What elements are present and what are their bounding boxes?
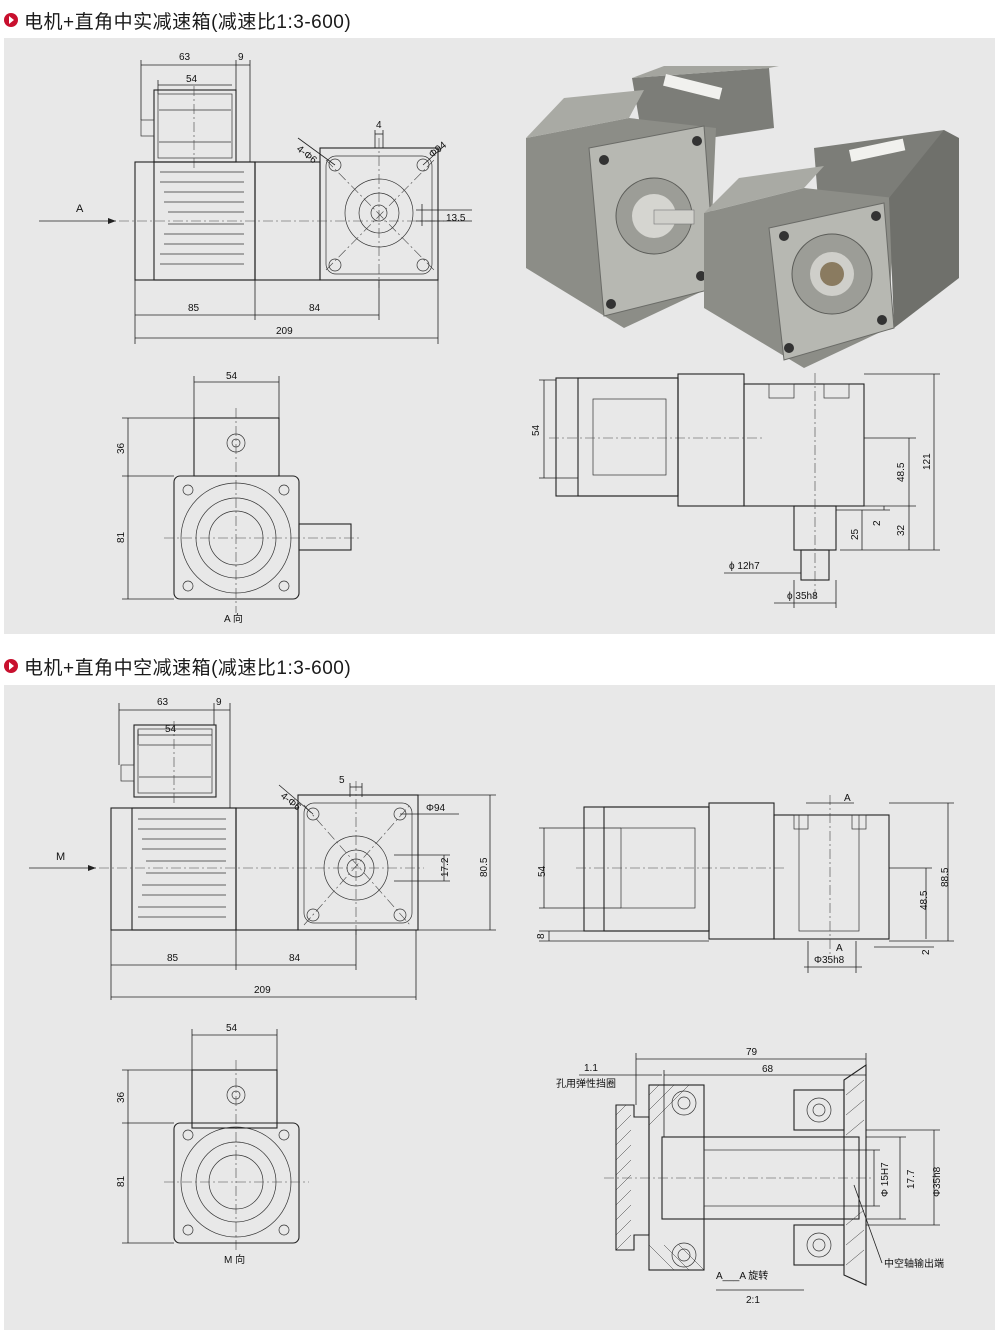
solid-end-view: A 向 54 36 81	[116, 371, 359, 625]
dim-209: 209	[276, 326, 293, 337]
dim-25: 25	[850, 528, 861, 540]
dim-48-5: 48.5	[919, 890, 930, 910]
solid-gearbox-drawing: A 63 9 54 4 4-Φ6 Φ94 13.5 85 84	[39, 52, 959, 625]
dim-4-holes: 4-Φ6	[278, 791, 303, 814]
dim-80-5: 80.5	[479, 857, 490, 877]
dim-13-5: 13.5	[446, 213, 466, 224]
dim-84: 84	[289, 953, 301, 964]
dim-54: 54	[165, 724, 177, 735]
dim-17-2: 17.2	[440, 857, 451, 877]
dim-pcd: Φ94	[426, 803, 446, 814]
section-title-text: 电机+直角中空减速箱(减速比1:3-600)	[24, 657, 352, 679]
dim-pilot: ϕ 35h8	[787, 591, 818, 602]
hollow-top-view: M 63 9 54 5 4-Φ6 Φ94 17.2 80.5 85 84 209	[29, 697, 496, 1000]
dim-81: 81	[116, 531, 127, 543]
section-mark-top: A	[844, 793, 851, 804]
solid-top-view: A 63 9 54 4 4-Φ6 Φ94 13.5 85 84	[39, 52, 472, 344]
hollow-gearbox-drawing: M 63 9 54 5 4-Φ6 Φ94 17.2 80.5 85 84 209	[29, 697, 954, 1306]
dim-36: 36	[116, 1091, 127, 1103]
dim-68: 68	[762, 1064, 774, 1075]
dim-pilot: Φ35h8	[814, 955, 845, 966]
dim-pilot: Φ35h8	[932, 1166, 943, 1197]
dim-9: 9	[238, 52, 244, 63]
dim-54: 54	[531, 424, 542, 436]
dim-63: 63	[179, 52, 191, 63]
section-mark-bottom: A	[836, 943, 843, 954]
label-circlip: 孔用弹性挡圈	[556, 1077, 616, 1090]
dim-85: 85	[188, 303, 200, 314]
dim-8: 8	[536, 933, 547, 939]
dim-1-1: 1.1	[584, 1063, 598, 1074]
dim-5: 5	[339, 775, 345, 786]
dim-54: 54	[186, 74, 198, 85]
play-bullet-icon	[4, 659, 18, 673]
dim-32: 32	[896, 524, 907, 536]
dim-85: 85	[167, 953, 179, 964]
hollow-section-view: 79 68 1.1 孔用弹性挡圈 Φ 15H7 17.7 Φ35h8 中空轴输出…	[556, 1047, 944, 1306]
end-view-caption: M 向	[224, 1253, 245, 1266]
view-arrow-label: A	[76, 203, 84, 215]
dim-36: 36	[116, 442, 127, 454]
dim-9: 9	[216, 697, 222, 708]
dim-209: 209	[254, 985, 271, 996]
dim-4-holes: 4-Φ6	[294, 144, 319, 167]
section-title-solid: 电机+直角中实减速箱(减速比1:3-600)	[4, 7, 351, 33]
hollow-gearbox-panel: M 63 9 54 5 4-Φ6 Φ94 17.2 80.5 85 84 209	[4, 685, 995, 1330]
solid-gearbox-panel: A 63 9 54 4 4-Φ6 Φ94 13.5 85 84	[4, 38, 995, 634]
section-title-text: 电机+直角中实减速箱(减速比1:3-600)	[24, 11, 352, 33]
dim-54: 54	[226, 1023, 238, 1034]
section-title-hollow: 电机+直角中空减速箱(减速比1:3-600)	[4, 653, 351, 679]
dim-2: 2	[921, 949, 932, 955]
dim-48-5: 48.5	[896, 462, 907, 482]
dim-4: 4	[376, 120, 382, 131]
dim-54: 54	[537, 865, 548, 877]
dim-54: 54	[226, 371, 238, 382]
gearmotor-product-photo	[526, 66, 959, 368]
view-arrow-label: M	[56, 851, 65, 863]
dim-63: 63	[157, 697, 169, 708]
dim-88-5: 88.5	[940, 867, 951, 887]
solid-side-view: 54 121 48.5 2 25 32 ϕ 12h7 ϕ 35h8	[531, 373, 940, 608]
label-rotate: A___A 旋转	[716, 1269, 768, 1282]
dim-bore: Φ 15H7	[880, 1162, 891, 1197]
play-bullet-icon	[4, 13, 18, 27]
end-view-caption: A 向	[224, 612, 243, 625]
label-scale: 2:1	[746, 1295, 760, 1306]
dim-2: 2	[872, 520, 883, 526]
dim-81: 81	[116, 1175, 127, 1187]
dim-121: 121	[922, 453, 933, 470]
dim-79: 79	[746, 1047, 758, 1058]
dim-shaft: ϕ 12h7	[729, 561, 760, 572]
label-output: 中空轴输出端	[884, 1257, 944, 1270]
hollow-end-view: M 向 54 36 81	[116, 1023, 309, 1266]
dim-17-7: 17.7	[906, 1169, 917, 1189]
hollow-side-view: A A 54 8 88.5 48.5 2 Φ35h8	[536, 793, 954, 973]
dim-84: 84	[309, 303, 321, 314]
